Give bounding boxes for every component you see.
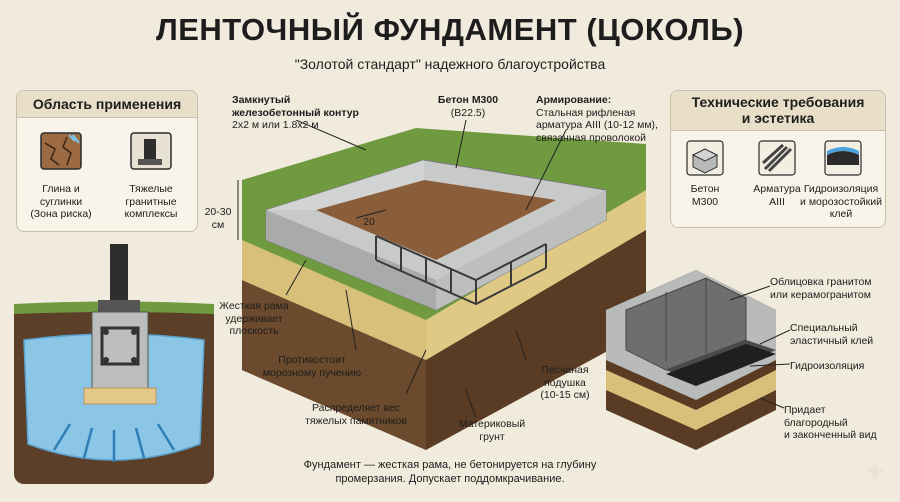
concrete-block-icon bbox=[686, 140, 724, 176]
page-title: ЛЕНТОЧНЫЙ ФУНДАМЕНТ (ЦОКОЛЬ) bbox=[155, 12, 745, 47]
cladding-illustration bbox=[606, 270, 776, 450]
granite-monument-icon bbox=[130, 132, 172, 170]
clay-soil-icon bbox=[40, 132, 82, 170]
callout-waterproofing: Гидроизоляция bbox=[790, 360, 865, 372]
frost-heave-illustration bbox=[14, 244, 214, 484]
callout-width: 20 bbox=[363, 216, 375, 228]
footer-note: Фундамент — жесткая рама, не бетонируетс… bbox=[303, 459, 597, 485]
callout-contour: Замкнутый железобетонный контур 2х2 м ил… bbox=[232, 94, 359, 131]
sparkle-icon bbox=[865, 461, 885, 481]
cladding-leaders bbox=[729, 285, 791, 409]
waterproofing-icon bbox=[824, 140, 862, 176]
callout-concrete: Бетон М300 (В22.5) bbox=[437, 94, 499, 119]
application-panel-heading: Область применения bbox=[17, 91, 197, 118]
callout-rebar: Армирование: Стальная рифленая арматура … bbox=[536, 94, 658, 144]
rebar-icon bbox=[758, 140, 796, 176]
foundation-illustration bbox=[237, 120, 646, 450]
page-subtitle: "Золотой стандарт" надежного благоустрой… bbox=[294, 56, 606, 72]
